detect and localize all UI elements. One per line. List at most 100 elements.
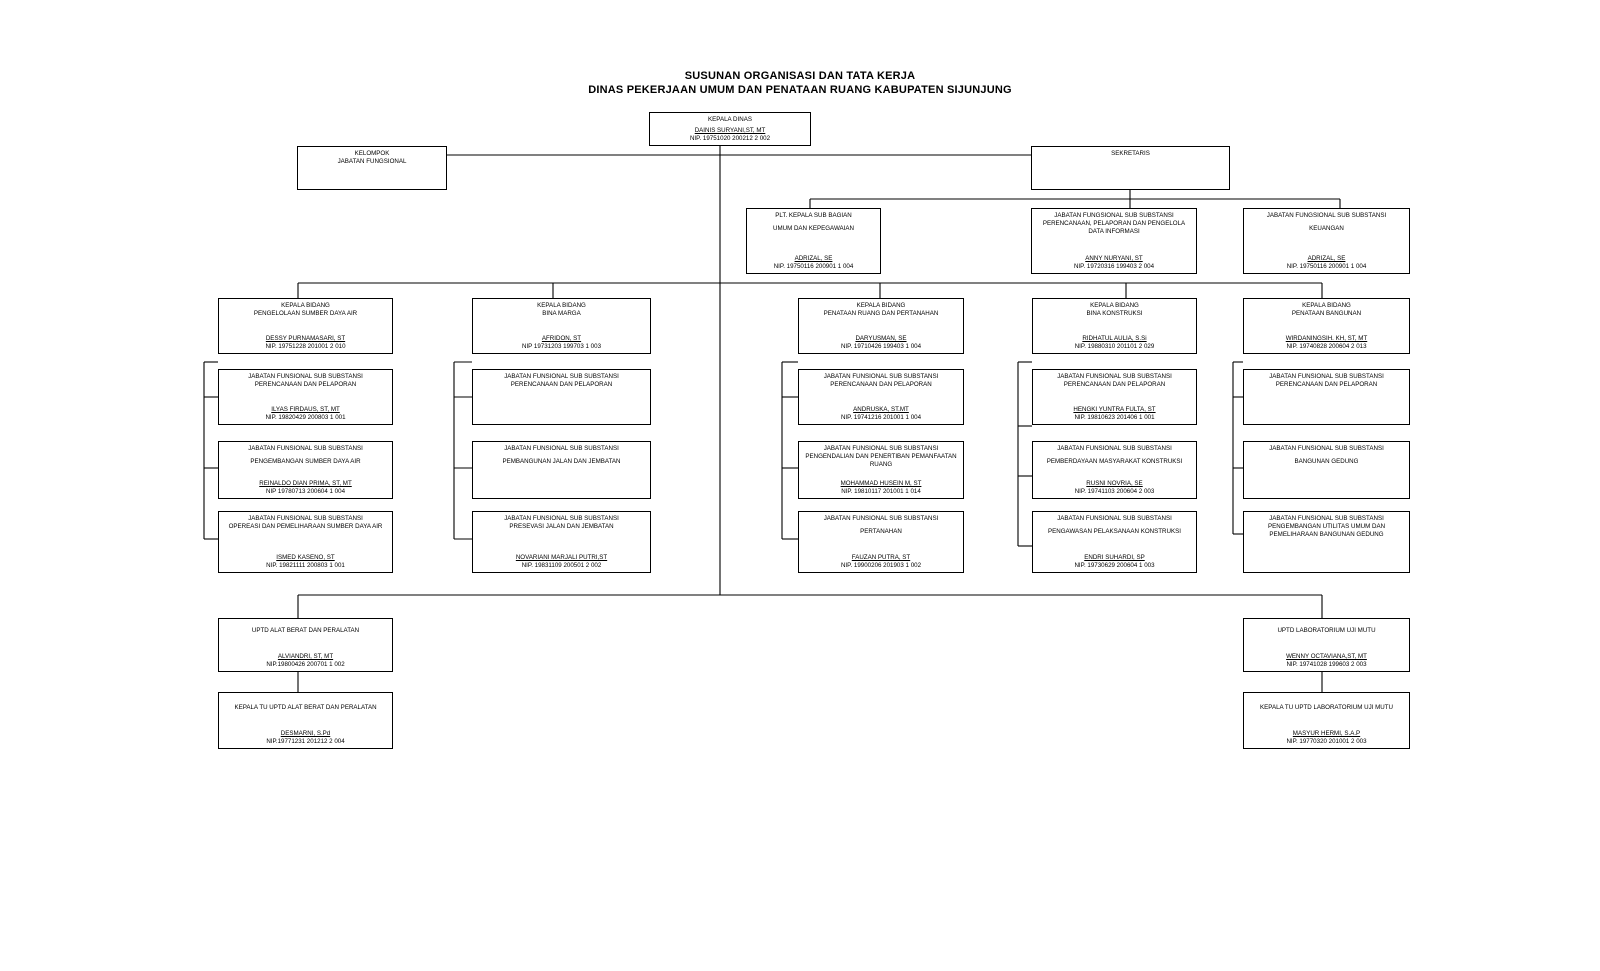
box-subtitle: PERENCANAAN DAN PELAPORAN	[830, 381, 932, 388]
box-title: JABATAN FUNSIONAL SUB SUBSTANSI	[1269, 445, 1384, 452]
box-bk-pemberdayaan: JABATAN FUNSIONAL SUB SUBSTANSI PEMBERDAY…	[1032, 441, 1197, 499]
box-title: JABATAN FUNSIONAL SUB SUBSTANSI	[1057, 445, 1172, 452]
box-nip: NIP. 19751228 201001 2 010	[265, 343, 346, 350]
box-subtitle: PEMBERDAYAAN MASYARAKAT KONSTRUKSI	[1046, 458, 1183, 465]
box-name: DAINIS SURYANI,ST, MT	[694, 127, 766, 134]
box-title: Plt. KEPALA SUB BAGIAN	[775, 212, 852, 219]
box-tu-uptd-laboratorium: KEPALA TU UPTD LABORATORIUM UJI MUTU MAS…	[1243, 692, 1410, 749]
box-title: KEPALA BIDANG	[281, 302, 330, 309]
box-nip: NIP. 19810117 201001 1 014	[841, 488, 921, 495]
box-subtitle: PENATAAN BANGUNAN	[1291, 310, 1362, 317]
box-subtitle: PENGELOLAAN SUMBER DAYA AIR	[253, 310, 358, 317]
box-nip: NIP. 19720316 199403 2 004	[1073, 263, 1155, 270]
box-title: UPTD ALAT BERAT DAN PERALATAN	[251, 627, 360, 634]
box-title: KEPALA DINAS	[708, 116, 752, 123]
box-title: JABATAN FUNSIONAL SUB SUBSTANSI	[248, 373, 363, 380]
box-bk-pengawasan: JABATAN FUNSIONAL SUB SUBSTANSI PENGAWASA…	[1032, 511, 1197, 573]
chart-title-line-2: DINAS PEKERJAAN UMUM DAN PENATAAN RUANG …	[588, 84, 1012, 96]
box-title: KEPALA TU UPTD LABORATORIUM UJI MUTU	[1260, 704, 1393, 711]
box-subtitle: PENGENDALIAN DAN PENERTIBAN PEMANFAATAN …	[805, 453, 957, 468]
box-subtitle: PERENCANAAN, PELAPORAN DAN PENGELOLA DAT…	[1042, 220, 1186, 235]
box-nip: NIP. 19710426 199403 1 004	[840, 343, 922, 350]
box-subtitle: PENGAWASAN PELAKSANAAN KONSTRUKSI	[1048, 528, 1181, 535]
box-nip: NIP. 19750116 200901 1 004	[1286, 263, 1367, 270]
box-nip: NIP. 19751020 200212 2 002	[689, 135, 771, 142]
box-title: SEKRETARIS	[1111, 150, 1150, 157]
box-subtitle: PERENCANAAN DAN PELAPORAN	[1063, 381, 1166, 388]
box-nip: NIP. 19741103 200604 2 003	[1074, 488, 1155, 495]
box-nip: NIP. 19730629 200604 1 003	[1074, 562, 1155, 569]
box-nip: NIP 19780713 200604 1 004	[265, 488, 346, 495]
box-nip: NIP.19771231 201212 2 004	[266, 738, 345, 745]
chart-title-line-1: SUSUNAN ORGANISASI DAN TATA KERJA	[684, 70, 916, 82]
box-nip: NIP. 19900206 201903 1 002	[840, 562, 922, 569]
box-nip: NIP. 19741028 199603 2 003	[1286, 661, 1367, 668]
box-uptd-alat-berat: UPTD ALAT BERAT DAN PERALATAN ALVIANDRI,…	[218, 618, 393, 672]
box-name: MASYUR HERMI, S.A.P	[1292, 730, 1361, 737]
box-subtitle: BANGUNAN GEDUNG	[1294, 458, 1359, 465]
box-tu-uptd-alat-berat: KEPALA TU UPTD ALAT BERAT DAN PERALATAN …	[218, 692, 393, 749]
box-nip: NIP. 19741216 201001 1 004	[840, 414, 922, 421]
box-nip: NIP. 19820429 200803 1 001	[265, 414, 346, 421]
box-name: DESSY PURNAMASARI, ST	[265, 335, 346, 342]
box-name: ENDRI SUHARDI, SP	[1084, 554, 1145, 561]
box-name: WIRDANINGSIH. KH, ST, MT	[1285, 335, 1368, 342]
box-subtitle: PERENCANAAN DAN PELAPORAN	[510, 381, 613, 388]
box-subtitle: PENATAAN RUANG DAN PERTANAHAN	[823, 310, 939, 317]
box-name: ANNY NURYANI, ST	[1085, 255, 1143, 262]
box-title: KEPALA BIDANG	[537, 302, 586, 309]
box-name: ADRIZAL, SE	[794, 255, 833, 262]
box-name: RIDHATUL AULIA, S.Si	[1082, 335, 1147, 342]
box-title: UPTD LABORATORIUM UJI MUTU	[1277, 627, 1376, 634]
box-title: KEPALA BIDANG	[1302, 302, 1351, 309]
box-nip: NIP. 19810623 201406 1 001	[1074, 414, 1155, 421]
box-title: JABATAN FUNSIONAL SUB SUBSTANSI	[1057, 515, 1172, 522]
box-title: JABATAN FUNSIONAL SUB SUBSTANSI	[1269, 515, 1384, 522]
box-subtitle: PEMBANGUNAN JALAN DAN JEMBATAN	[502, 458, 621, 465]
box-name: DESMARNI, S.Pd	[280, 730, 331, 737]
box-nip: NIP. 19740828 200604 2 013	[1286, 343, 1367, 350]
box-subtitle: OPEREASI DAN PEMELIHARAAN SUMBER DAYA AI…	[228, 523, 383, 530]
box-nip: NIP 19731203 199703 1 003	[521, 343, 602, 350]
box-subtitle: PERTANAHAN	[860, 528, 902, 535]
box-name: MOHAMMAD HUSEIN M, ST	[840, 480, 922, 487]
box-nip: NIP. 19770320 201001 2 003	[1286, 738, 1367, 745]
box-subtitle: PERENCANAAN DAN PELAPORAN	[254, 381, 357, 388]
box-name: WENNY OCTAVIANA,ST, MT	[1286, 653, 1367, 660]
box-title: JABATAN FUNSIONAL SUB SUBSTANSI	[823, 445, 939, 452]
box-subtitle: KEUANGAN	[1309, 225, 1344, 232]
box-name: ISMED KASENO, ST	[276, 554, 335, 561]
box-nip: NIP. 19750116 200901 1 004	[773, 263, 854, 270]
box-name: HENGKI YUNTRA FULTA, ST	[1073, 406, 1156, 413]
box-title: KEPALA BIDANG	[1090, 302, 1139, 309]
box-title: JABATAN FUNSIONAL SUB SUBSTANSI	[504, 373, 619, 380]
box-title: KEPALA BIDANG	[856, 302, 906, 309]
box-name: RUSNI NOVRIA, SE	[1086, 480, 1143, 487]
box-title: JABATAN FUNSIONAL SUB SUBSTANSI	[1269, 373, 1384, 380]
box-title: JABATAN FUNGSIONAL SUB SUBSTANSI	[1054, 212, 1174, 219]
box-name: ANDRUSKA, ST.MT	[853, 406, 909, 413]
box-subtitle: BINA KONSTRUKSI	[1086, 310, 1143, 317]
box-nip: NIP. 19831109 200501 2 002	[521, 562, 602, 569]
box-subtitle: BINA MARGA	[542, 310, 581, 317]
